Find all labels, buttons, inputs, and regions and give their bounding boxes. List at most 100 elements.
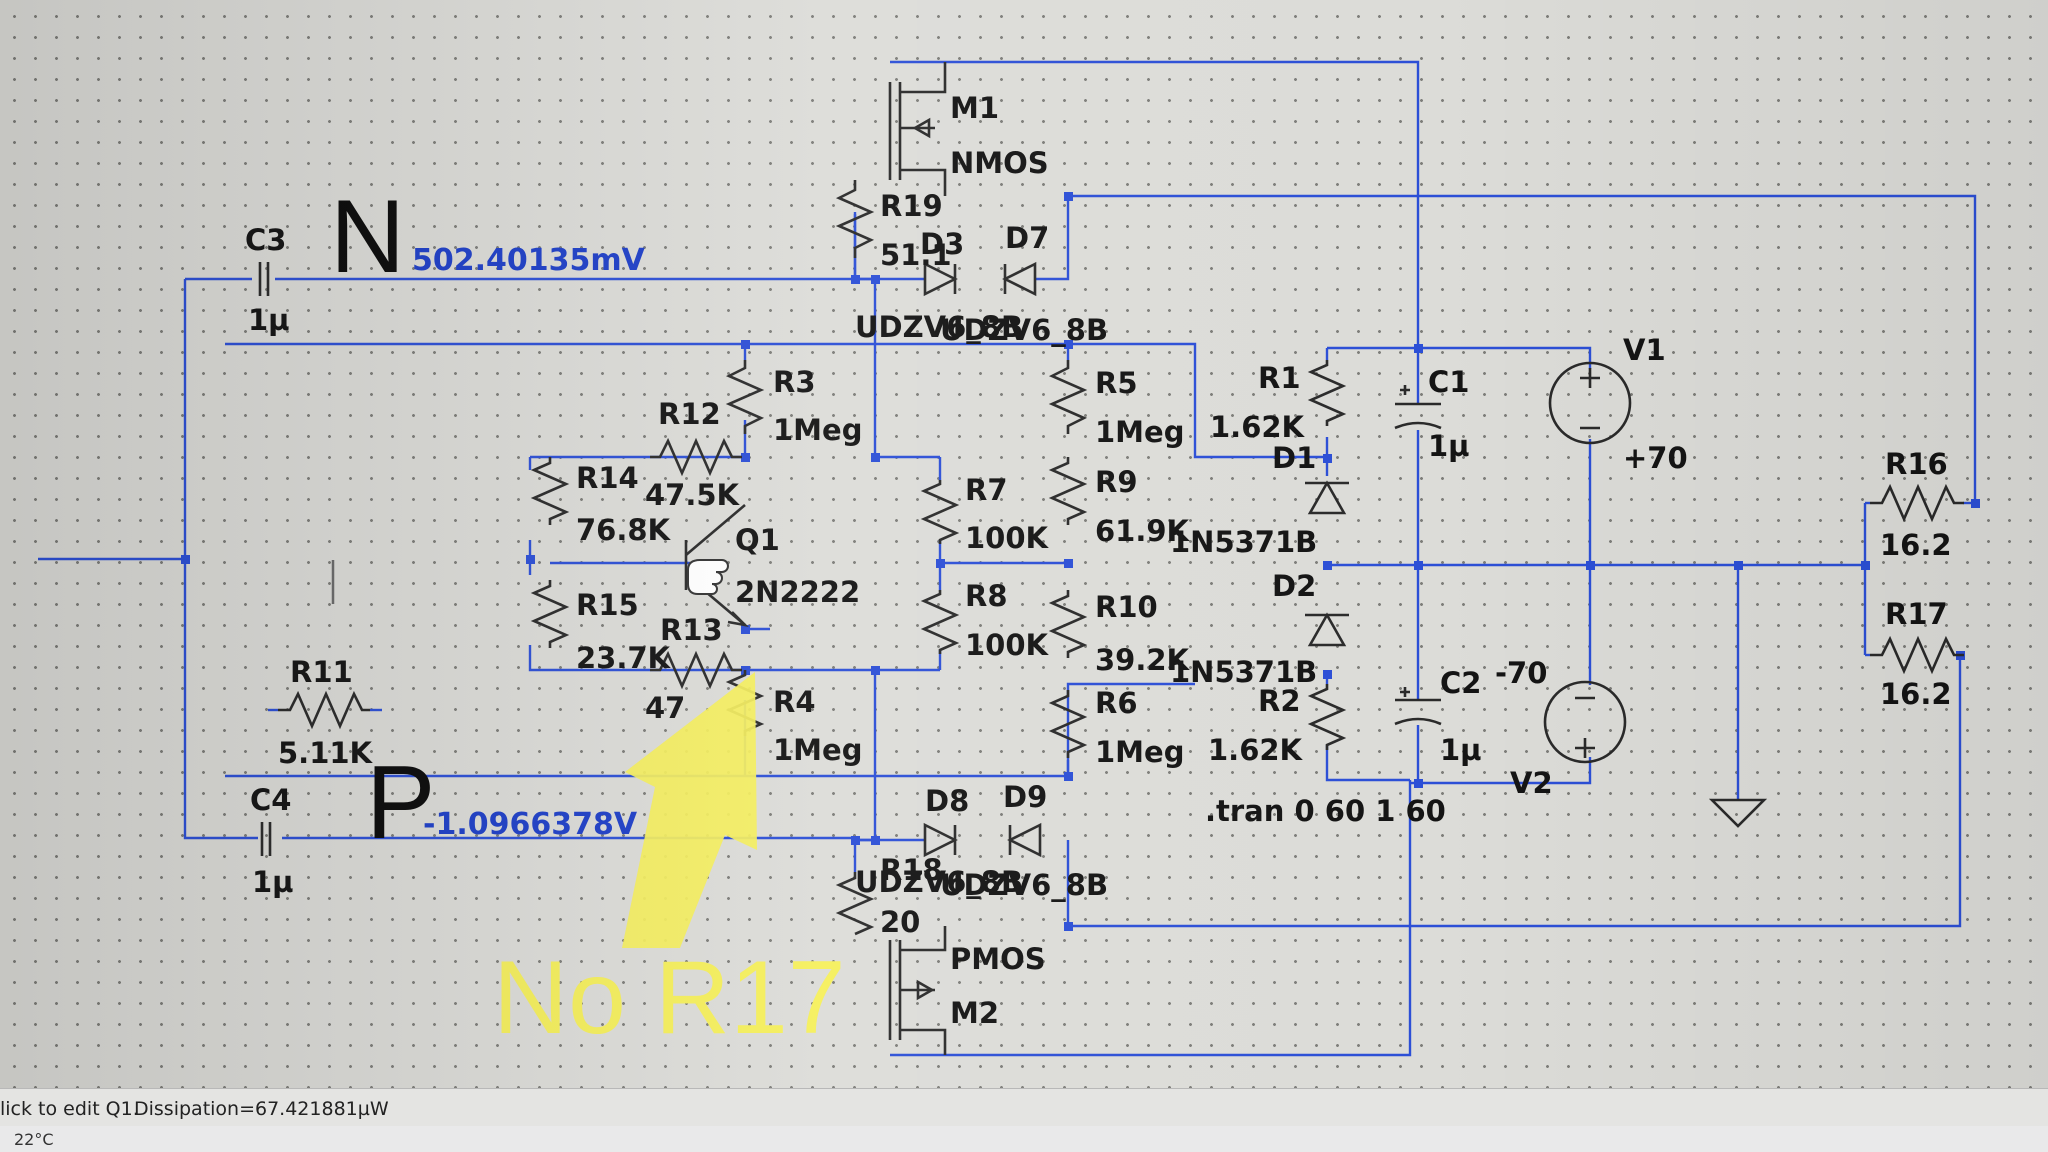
ground-icon[interactable]: [1708, 798, 1768, 828]
diode-d7[interactable]: [1002, 261, 1037, 297]
d2-name: D2: [1272, 569, 1316, 603]
schematic-canvas[interactable]: C3 1µ C4 1µ R11 5.11K M1 NMOS R19 51.1 D…: [0, 0, 2048, 1088]
d9-name: D9: [1003, 780, 1047, 814]
wires[interactable]: [38, 60, 1977, 1057]
resistor-r2[interactable]: [1307, 684, 1347, 750]
resistor-r1[interactable]: [1307, 360, 1347, 426]
mosfet-m1[interactable]: [888, 62, 947, 196]
resistor-r6[interactable]: [1048, 690, 1088, 758]
r15-value: 23.7K: [576, 641, 672, 675]
p-voltage-readout: -1.0966378V: [423, 807, 638, 842]
r4-name: R4: [773, 685, 816, 719]
c1-name: C1: [1428, 365, 1469, 399]
r9-name: R9: [1095, 465, 1138, 499]
r2-name: R2: [1258, 684, 1301, 718]
diode-d8[interactable]: [923, 822, 958, 858]
resistor-r5[interactable]: [1048, 360, 1088, 434]
annotation-text: No R17: [493, 940, 846, 1056]
r7-name: R7: [965, 473, 1008, 507]
resistor-r7[interactable]: [920, 480, 960, 544]
resistor-r15[interactable]: [530, 580, 570, 648]
status-dissipation: Dissipation=67.421881µW: [134, 1098, 389, 1120]
r3-value: 1Meg: [773, 413, 862, 447]
d3-model: UDZV6_8B: [855, 310, 1023, 344]
r19-value: 51.1: [880, 238, 952, 272]
r11-name: R11: [290, 655, 353, 689]
r10-name: R10: [1095, 590, 1158, 624]
d9-model: UDZV6_8B: [940, 868, 1108, 902]
d7-name: D7: [1005, 221, 1049, 255]
resistor-r19[interactable]: [835, 180, 875, 258]
capacitor-c2[interactable]: [1394, 687, 1442, 726]
diode-d9[interactable]: [1007, 822, 1042, 858]
r3-name: R3: [773, 365, 816, 399]
r13-value: 47: [645, 691, 685, 725]
c3-name: C3: [245, 223, 286, 257]
capacitor-c4[interactable]: [260, 822, 272, 856]
r9-value: 61.9K: [1095, 514, 1191, 548]
spice-directive: .tran 0 60 1 60: [1205, 794, 1446, 828]
q1-name: Q1: [735, 523, 780, 557]
schematic-drawing[interactable]: C3 1µ C4 1µ R11 5.11K M1 NMOS R19 51.1 D…: [0, 0, 2048, 1088]
resistor-r16[interactable]: [1870, 483, 1964, 523]
r17-name: R17: [1885, 597, 1948, 631]
c4-value: 1µ: [252, 865, 294, 899]
status-hint: lick to edit Q1.: [0, 1098, 139, 1120]
v2-value: -70: [1495, 656, 1547, 690]
r1-value: 1.62K: [1210, 410, 1306, 444]
d3-name: D3: [920, 227, 964, 261]
v1-value: +70: [1623, 441, 1688, 475]
r1-name: R1: [1258, 361, 1301, 395]
m2-name: M2: [950, 996, 999, 1030]
diode-d3[interactable]: [923, 261, 958, 297]
weather-temperature[interactable]: 22°C: [14, 1130, 54, 1149]
r17-value: 16.2: [1880, 677, 1952, 711]
resistor-r8[interactable]: [920, 590, 960, 654]
resistor-r13[interactable]: [650, 650, 742, 690]
c1-value: 1µ: [1428, 429, 1470, 463]
r7-value: 100K: [965, 521, 1050, 555]
r8-name: R8: [965, 579, 1008, 613]
d1-name: D1: [1272, 441, 1316, 475]
resistor-r14[interactable]: [530, 457, 570, 525]
r13-name: R13: [660, 613, 723, 647]
resistor-r18[interactable]: [835, 872, 875, 936]
annotation-arrow: [622, 672, 757, 948]
r15-name: R15: [576, 588, 639, 622]
r5-value: 1Meg: [1095, 415, 1184, 449]
diode-d2[interactable]: [1305, 612, 1349, 647]
hand-cursor-icon: [687, 559, 729, 595]
r16-value: 16.2: [1880, 528, 1952, 562]
r2-value: 1.62K: [1208, 733, 1304, 767]
voltage-source-v2[interactable]: [1543, 680, 1627, 764]
r4-value: 1Meg: [773, 733, 862, 767]
r18-name: R18: [880, 853, 943, 887]
r6-name: R6: [1095, 686, 1138, 720]
n-voltage-readout: 502.40135mV: [412, 243, 646, 278]
m1-name: M1: [950, 91, 999, 125]
r5-name: R5: [1095, 366, 1138, 400]
c4-name: C4: [250, 783, 291, 817]
v2-name: V2: [1510, 766, 1553, 800]
d1-model: 1N5371B: [1170, 525, 1317, 559]
diode-d1[interactable]: [1305, 480, 1349, 515]
d2-model: 1N5371B: [1170, 655, 1317, 689]
labels: C3 1µ C4 1µ R11 5.11K M1 NMOS R19 51.1 D…: [245, 91, 1952, 1030]
resistor-r17[interactable]: [1870, 635, 1964, 675]
capacitor-c1[interactable]: [1394, 385, 1442, 430]
node-label-p: P: [366, 745, 435, 861]
capacitor-c3[interactable]: [258, 262, 270, 296]
q1-model: 2N2222: [735, 575, 860, 609]
r16-name: R16: [1885, 447, 1948, 481]
resistor-r11[interactable]: [278, 690, 370, 730]
resistor-r3[interactable]: [725, 360, 765, 434]
mosfet-m2[interactable]: [888, 926, 947, 1055]
r12-value: 47.5K: [645, 478, 741, 512]
d7-model: UDZV6_8B: [940, 313, 1108, 347]
voltage-source-v1[interactable]: [1548, 361, 1632, 445]
resistor-r12[interactable]: [650, 437, 742, 477]
resistor-r9[interactable]: [1048, 457, 1088, 525]
r18-value: 20: [880, 905, 920, 939]
resistor-r10[interactable]: [1048, 590, 1088, 658]
m2-model: PMOS: [950, 942, 1046, 976]
